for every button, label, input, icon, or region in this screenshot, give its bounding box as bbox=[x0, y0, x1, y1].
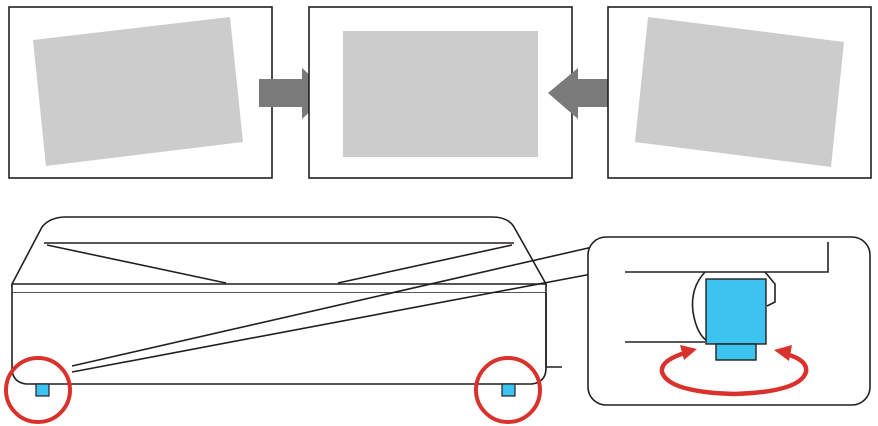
left-foot-icon bbox=[35, 383, 50, 397]
tilted-left-image bbox=[33, 17, 243, 166]
projector bbox=[11, 216, 562, 385]
projector-top-surface bbox=[11, 216, 547, 287]
magnified-foot-icon bbox=[705, 278, 767, 345]
callout-leader bbox=[71, 245, 598, 373]
panel-tilted-left bbox=[8, 6, 273, 179]
left-foot-highlight-ring bbox=[4, 356, 72, 424]
arrow-left-icon bbox=[548, 68, 620, 119]
image-correction-row bbox=[8, 6, 872, 179]
right-foot-highlight-ring bbox=[474, 356, 542, 424]
panel-tilted-right bbox=[607, 6, 872, 179]
magnified-foot-base bbox=[715, 343, 757, 361]
left-foot bbox=[4, 356, 72, 424]
magnified-foot-view bbox=[587, 236, 871, 406]
foot-housing-right bbox=[764, 271, 776, 307]
foot-housing bbox=[691, 271, 710, 343]
tilted-right-image bbox=[635, 17, 844, 167]
projector-lens-line-right bbox=[337, 244, 513, 284]
projector-front-edge bbox=[11, 283, 547, 294]
projector-body bbox=[11, 293, 547, 385]
projector-side-panel bbox=[545, 293, 562, 368]
level-image bbox=[343, 31, 538, 157]
panel-level bbox=[308, 6, 573, 179]
right-foot-icon bbox=[501, 383, 516, 397]
projector-lens-line-left bbox=[46, 244, 227, 284]
magnified-projector-edge bbox=[625, 242, 829, 273]
right-foot bbox=[474, 356, 542, 424]
rotate-arrow-icon bbox=[659, 345, 809, 397]
